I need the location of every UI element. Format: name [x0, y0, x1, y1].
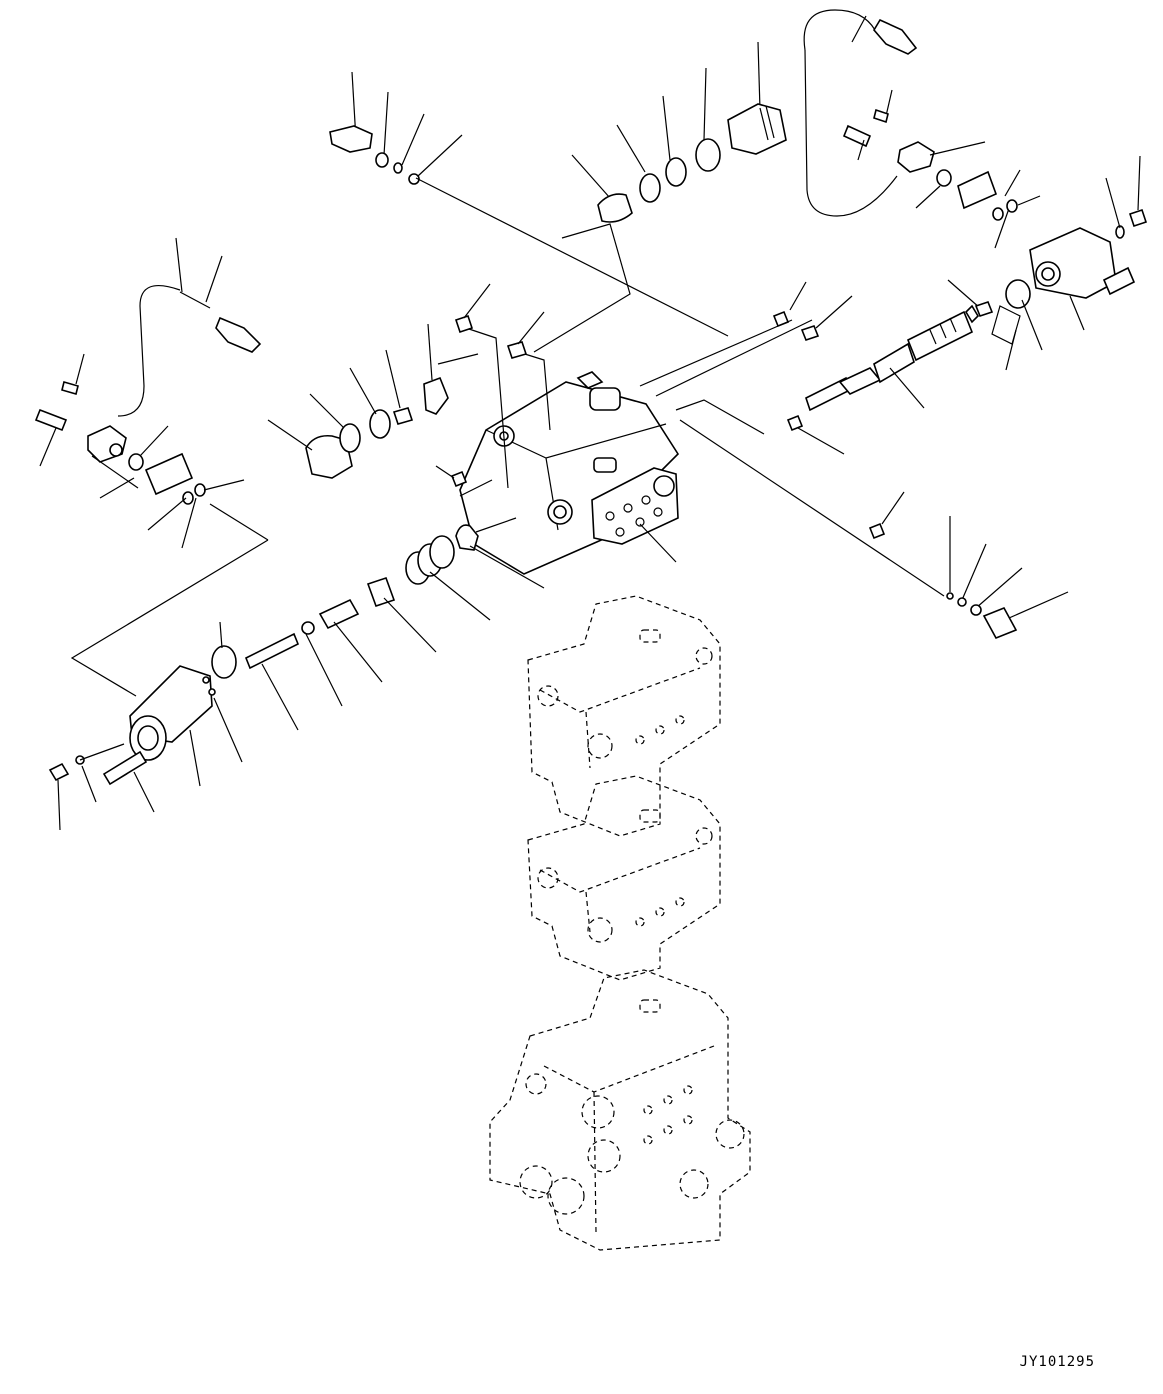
solenoid-valve-left — [48, 621, 243, 831]
guide-lines — [70, 177, 945, 697]
main-valve-body — [459, 371, 680, 575]
drawing-id-label: JY101295 — [1019, 1354, 1095, 1370]
sensor-group-left — [34, 237, 262, 549]
spring-train-left — [244, 524, 545, 731]
fitting-group-bottom-right — [946, 516, 1069, 640]
solenoid-valve-right — [991, 155, 1148, 371]
fitting-group-top — [329, 71, 463, 185]
valve-section-1 — [527, 595, 721, 837]
valve-section-2 — [527, 775, 721, 981]
spool-assembly-right — [772, 279, 994, 540]
plug-group-top-center — [571, 41, 787, 223]
sensor-group-top-right — [803, 9, 1041, 249]
cap-group-left — [267, 283, 545, 488]
valve-section-3 — [489, 969, 751, 1251]
